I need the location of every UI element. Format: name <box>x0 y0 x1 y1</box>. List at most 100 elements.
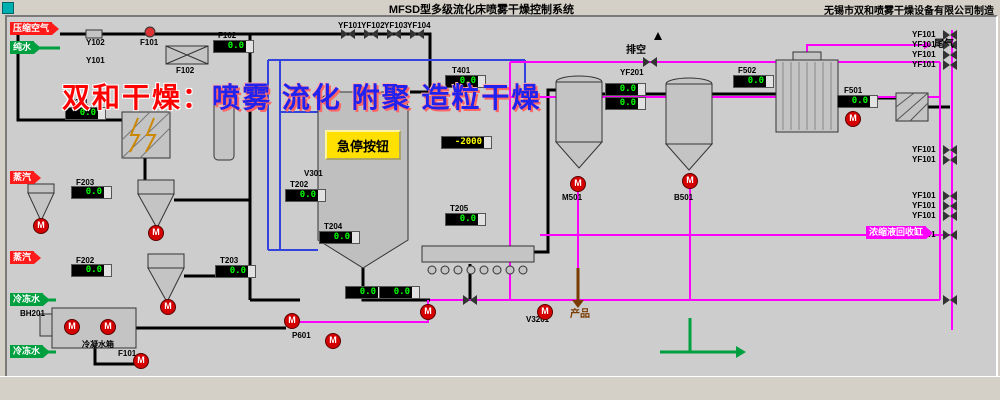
flow-arrow-icon <box>43 293 51 306</box>
readout-display: 0.0 <box>446 76 485 87</box>
device-tag: T201 <box>70 98 89 107</box>
valve-icon[interactable] <box>943 211 957 221</box>
pump-motor[interactable]: M <box>148 225 164 241</box>
pump-motor[interactable]: M <box>420 304 436 320</box>
title-bar: MFSD型多级流化床喷雾干燥控制系统 无锡市双和喷雾干燥设备有限公司制造 <box>0 0 1000 17</box>
valve-icon[interactable] <box>943 191 957 201</box>
emergency-stop-button[interactable]: 急停按钮 <box>325 130 401 160</box>
flow-arrow-icon <box>34 41 42 54</box>
valve-icon[interactable] <box>943 155 957 165</box>
device-tag: Y102 <box>86 38 105 47</box>
device-tag: T205 <box>450 204 469 213</box>
flow-label: 冷冻水 <box>10 293 51 306</box>
device-tag: YF101 <box>338 21 362 30</box>
flow-label: 压缩空气 <box>10 22 60 35</box>
device-tag: F102 <box>218 31 237 40</box>
flow-label: 产品 <box>570 309 590 320</box>
flow-arrow-icon <box>34 251 42 264</box>
readout-display: 0.0 <box>216 266 255 277</box>
device-tag: F501 <box>844 86 863 95</box>
pump-motor[interactable]: M <box>33 218 49 234</box>
device-tag: M501 <box>562 193 583 202</box>
blue-pipes <box>267 59 526 251</box>
device-tag: F202 <box>76 256 95 265</box>
device-tag: YF101 <box>912 155 936 164</box>
device-tag: F102 <box>176 66 195 75</box>
damper-y102 <box>85 29 103 39</box>
readout-display: 0.0 <box>320 232 359 243</box>
agglomerator-vessel <box>555 81 603 143</box>
manufacturer-label: 无锡市双和喷雾干燥设备有限公司制造 <box>824 6 994 17</box>
valve-icon[interactable] <box>387 29 401 39</box>
flow-label-text: 压缩空气 <box>10 22 53 35</box>
fan-f101 <box>144 26 156 38</box>
flow-arrow-icon <box>52 22 60 35</box>
valve-icon[interactable] <box>943 50 957 60</box>
device-tag: Y101 <box>86 56 105 65</box>
flow-label: 冷冻水 <box>10 345 51 358</box>
device-tag: YF103 <box>384 21 408 30</box>
readout-display: 0.0 <box>286 190 325 201</box>
device-tag: BH201 <box>20 309 45 318</box>
device-tag: YF101 <box>912 40 936 49</box>
valve-icon[interactable] <box>943 230 957 240</box>
device-tag: YF101 <box>912 211 936 220</box>
device-tag: T203 <box>220 256 239 265</box>
pump-motor[interactable]: M <box>570 176 586 192</box>
device-tag: T401 <box>452 66 471 75</box>
valve-icon[interactable] <box>341 29 355 39</box>
readout-display: 0.0 <box>380 287 419 298</box>
flow-arrow-icon <box>43 345 51 358</box>
pump-motor[interactable]: M <box>133 353 149 369</box>
readout-display: 0.0 <box>734 76 773 87</box>
flow-label-text: 浓缩液回收缸 <box>866 226 927 239</box>
valve-icon[interactable] <box>943 201 957 211</box>
flow-label: 尾气 <box>934 39 954 50</box>
valve-icon[interactable] <box>463 295 477 305</box>
flow-label: 纯水 <box>10 41 42 54</box>
device-tag: YF101 <box>912 145 936 154</box>
flow-label: 排空 <box>626 45 646 56</box>
flow-label-text: 蒸汽 <box>10 251 35 264</box>
corner-indicator <box>2 2 14 14</box>
pump-motor[interactable]: M <box>537 304 553 320</box>
device-tag: YF101 <box>912 30 936 39</box>
device-tag: T202 <box>290 180 309 189</box>
valve-icon[interactable] <box>943 60 957 70</box>
device-tag: YF201 <box>620 68 644 77</box>
device-tag: F502 <box>738 66 757 75</box>
pump-motor[interactable]: M <box>100 319 116 335</box>
valve-layer[interactable] <box>341 29 957 305</box>
control-toolbar: 3 清洗等待状态 自动开始 自动停止 ♪报警音 喷雾 CIP 喷雾设置 清洗设置 <box>0 376 1000 400</box>
valve-icon[interactable] <box>410 29 424 39</box>
readout-display: 0.0 <box>606 98 645 109</box>
device-tag: YF101 <box>912 201 936 210</box>
pump-motor[interactable]: M <box>160 299 176 315</box>
device-tag: P601 <box>292 331 311 340</box>
device-tag: YF101 <box>912 191 936 200</box>
device-tag: V3201 <box>526 315 550 324</box>
flow-arrow-icon <box>34 171 42 184</box>
readout-display: -2000 <box>442 137 491 148</box>
readout-display: 0.0 <box>838 96 877 107</box>
valve-icon[interactable] <box>943 145 957 155</box>
pump-motor[interactable]: M <box>284 313 300 329</box>
valve-icon[interactable] <box>943 40 957 50</box>
valve-icon[interactable] <box>364 29 378 39</box>
pump-motor[interactable]: M <box>845 111 861 127</box>
page-title: MFSD型多级流化床喷雾干燥控制系统 <box>388 4 575 16</box>
pump-motor[interactable]: M <box>325 333 341 349</box>
device-tag: YF102 <box>361 21 385 30</box>
device-tag: 冷凝水箱 <box>82 340 114 349</box>
valve-icon[interactable] <box>943 30 957 40</box>
valve-icon[interactable] <box>643 57 657 67</box>
flow-label: 蒸汽 <box>10 171 42 184</box>
device-tag: F101 <box>140 38 159 47</box>
valve-icon[interactable] <box>943 295 957 305</box>
readout-display: 0.0 <box>606 84 645 95</box>
pump-motor[interactable]: M <box>64 319 80 335</box>
readout-display: 0.0 <box>72 265 111 276</box>
device-tag: V301 <box>304 169 323 178</box>
pump-motor[interactable]: M <box>682 173 698 189</box>
